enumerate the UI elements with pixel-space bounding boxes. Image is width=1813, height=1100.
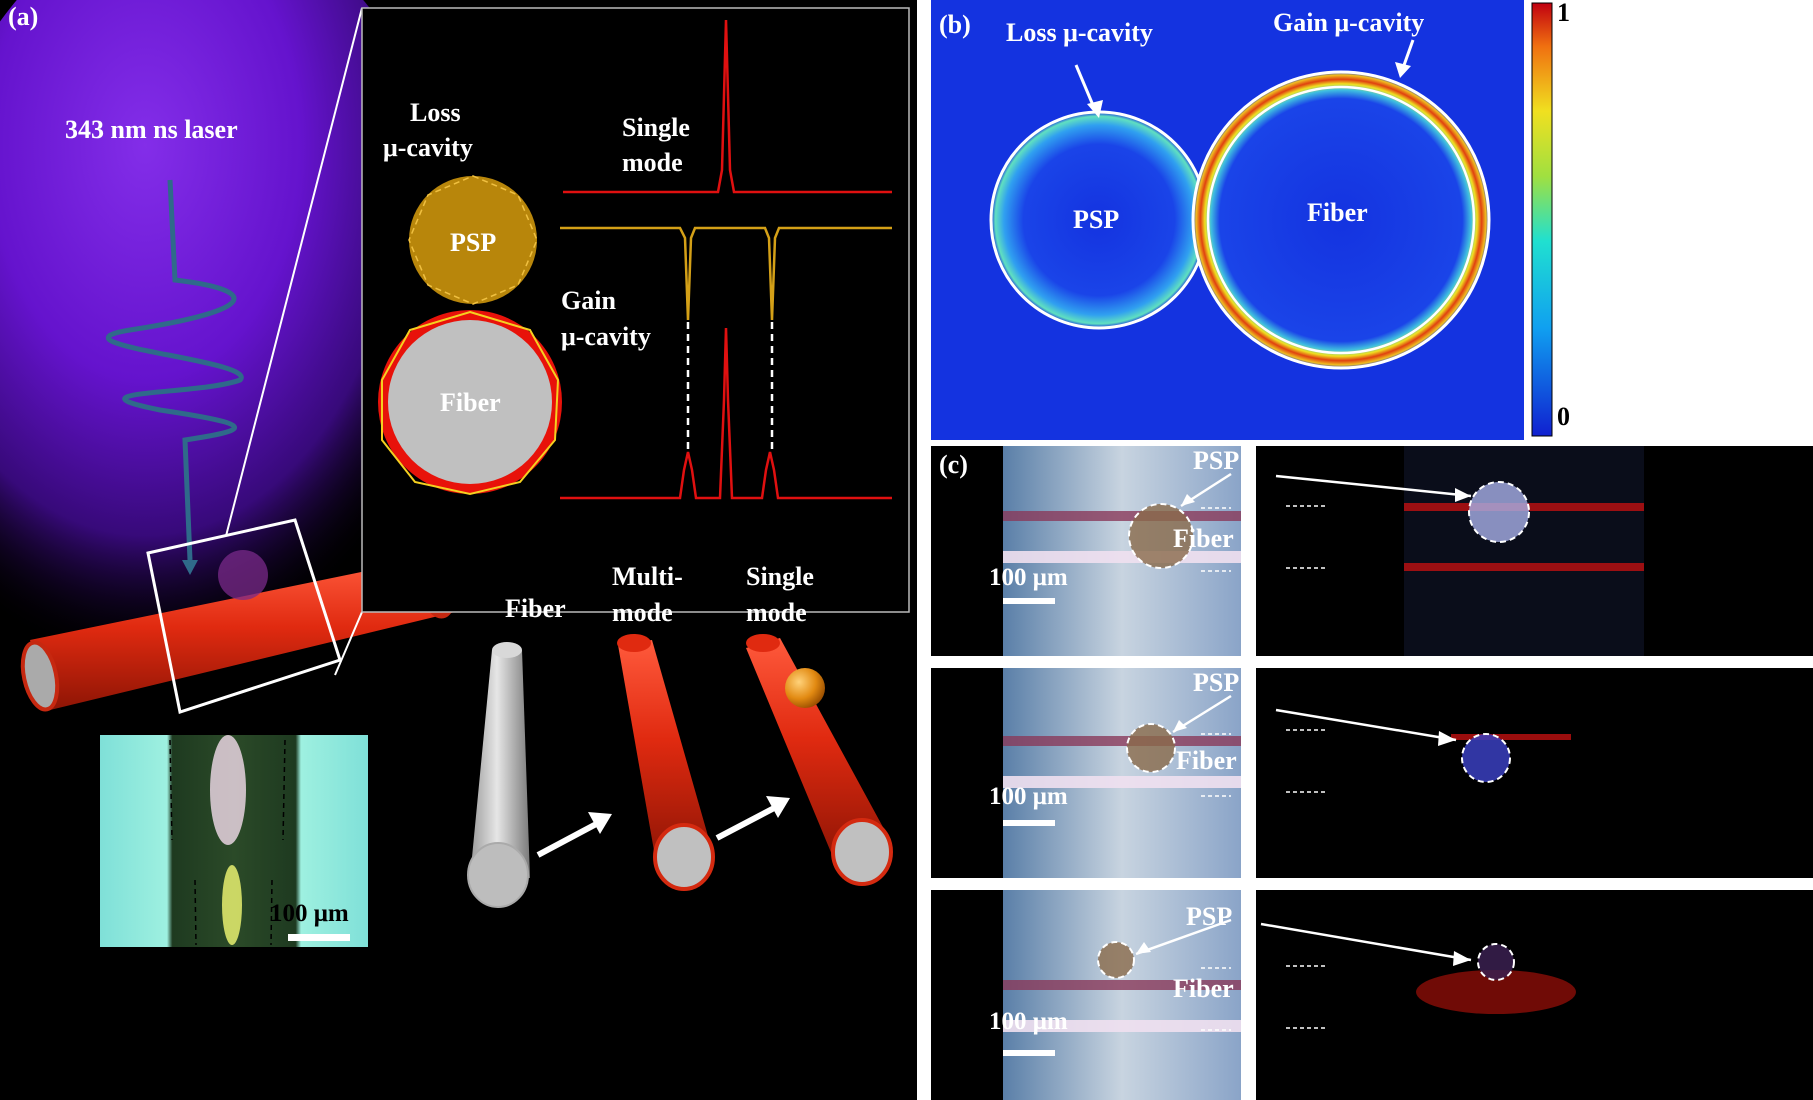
multimode-fiber-icon <box>617 634 715 891</box>
psp-sphere <box>218 550 268 600</box>
laser-label: 343 nm ns laser <box>65 115 238 144</box>
singlemode-fiber-icon <box>746 634 893 886</box>
micrograph-row-2: PSP Fiber 100 μm <box>931 668 1813 878</box>
row2-psp-label: PSP <box>1193 668 1240 697</box>
gain-cavity-label: Gain μ-cavity <box>1273 8 1425 37</box>
seq-multimode-label-1: Multi- <box>612 562 683 591</box>
laser-beam <box>0 0 470 750</box>
loss-spectrum <box>560 226 892 321</box>
seq-singlemode-label-1: Single <box>746 562 814 591</box>
seq-fiber-label: Fiber <box>505 594 566 623</box>
row3-fiber-label: Fiber <box>1173 974 1234 1003</box>
panel-a-graphic <box>0 0 910 947</box>
panel-b-label: (b) <box>939 10 971 39</box>
seq-multimode-label-2: mode <box>612 598 673 627</box>
panel-b: (b) Loss μ-cavity Gain μ-cavity PSP Fibe… <box>931 0 1813 440</box>
laser-wave-icon <box>105 179 244 561</box>
loss-cavity-label-2: μ-cavity <box>383 133 473 162</box>
row1-psp-label: PSP <box>1193 446 1240 475</box>
row3-psp-label: PSP <box>1186 902 1233 931</box>
field-fiber-label: Fiber <box>1307 198 1368 227</box>
row3-scale-label: 100 μm <box>989 1008 1068 1035</box>
row2-fiber-label: Fiber <box>1176 746 1237 775</box>
row2-scale-label: 100 μm <box>989 783 1068 810</box>
micrograph-row-3: PSP Fiber 100 μm <box>931 890 1813 1100</box>
inset-fiber-label: Fiber <box>440 388 501 417</box>
psp-ball <box>785 668 825 708</box>
single-mode-label-2: mode <box>622 148 683 177</box>
colorbar <box>1531 2 1553 437</box>
row1-fiber-label: Fiber <box>1173 524 1234 553</box>
row1-scale-label: 100 μm <box>989 564 1068 591</box>
gain-cavity-label-1: Gain <box>561 286 616 315</box>
inset-frame <box>361 7 910 613</box>
single-mode-spectrum <box>563 19 892 194</box>
micrograph-scale-label: 100 μm <box>270 900 349 927</box>
psp-circle <box>409 176 537 304</box>
spectra <box>560 19 892 500</box>
panel-c-label: (c) <box>939 450 968 479</box>
field-map <box>931 0 1553 440</box>
loss-cavity-label: Loss μ-cavity <box>1006 18 1153 47</box>
gain-cavity-field <box>1193 72 1489 368</box>
single-mode-label-1: Single <box>622 113 690 142</box>
loss-cavity-label-1: Loss <box>410 98 461 127</box>
panel-a-label: (a) <box>8 2 39 31</box>
zoom-box <box>146 518 342 714</box>
bare-fiber-icon <box>467 642 530 908</box>
colorbar-max-label: 1 <box>1557 0 1570 27</box>
panel-a: (a) 343 nm ns laser Loss μ-cavity PSP Fi… <box>0 0 917 1100</box>
micrograph-row-1: PSP Fiber 100 μm <box>931 446 1813 656</box>
field-psp-label: PSP <box>1073 205 1120 234</box>
loss-cavity-field <box>991 112 1207 328</box>
inset-psp-label: PSP <box>450 228 497 257</box>
micrograph-scale-bar <box>288 934 350 941</box>
arrow-icon <box>536 796 790 858</box>
panel-c: PSP Fiber 100 μm PSP Fib <box>931 446 1813 1100</box>
colorbar-min-label: 0 <box>1557 402 1570 431</box>
gain-cavity-label-2: μ-cavity <box>561 322 651 351</box>
gain-spectrum <box>560 327 892 500</box>
seq-singlemode-label-2: mode <box>746 598 807 627</box>
